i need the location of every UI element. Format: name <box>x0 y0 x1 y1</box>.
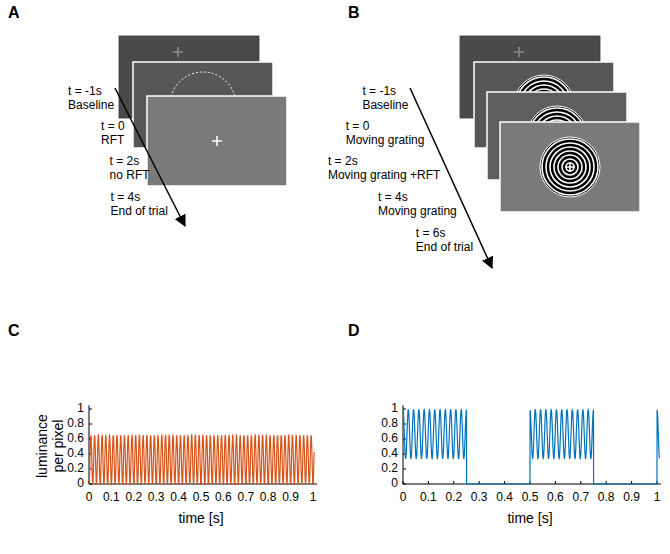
tick-label: 0.6 <box>215 491 232 505</box>
tick-label: 0.2 <box>381 462 398 476</box>
screen <box>500 122 640 212</box>
tick-label: 0.9 <box>623 491 640 505</box>
tick-label: 0.4 <box>496 491 513 505</box>
tick-label: 0.6 <box>67 432 84 446</box>
axis-label: luminance per pixel <box>34 410 66 482</box>
rft-signal <box>89 435 314 484</box>
tick-label: 0.8 <box>260 491 277 505</box>
time-label: t = 2s <box>328 155 358 169</box>
tick-label: 0.5 <box>193 491 210 505</box>
tick-label: 0.6 <box>547 491 564 505</box>
tick-label: 0 <box>77 477 84 491</box>
tick-label: 0.7 <box>237 491 254 505</box>
phase-label: End of trial <box>416 241 473 255</box>
axis-label: time [s] <box>507 510 552 526</box>
axes-d <box>403 405 661 484</box>
panel-letter: B <box>348 4 360 22</box>
screen <box>147 96 287 186</box>
fixation-cross <box>212 136 222 146</box>
time-label: t = -1s <box>68 85 102 99</box>
axes-c <box>89 405 317 484</box>
tick-label: 0.4 <box>170 491 187 505</box>
panel-letter: C <box>8 322 20 340</box>
phase-label: Moving grating +RFT <box>328 169 440 183</box>
tick-label: 0.4 <box>67 447 84 461</box>
tick-label: 0.8 <box>598 491 615 505</box>
tick-label: 0.7 <box>572 491 589 505</box>
time-label: t = 0 <box>101 120 125 134</box>
tick-label: 0 <box>400 491 407 505</box>
tick-label: 1 <box>391 402 398 416</box>
time-label: t = 0 <box>346 120 370 134</box>
tick-label: 0.2 <box>67 462 84 476</box>
tick-label: 0.8 <box>381 417 398 431</box>
fixation-cross <box>565 162 575 172</box>
fixation-cross <box>173 47 183 57</box>
phase-label: no RFT <box>110 169 150 183</box>
tick-label: 0 <box>391 477 398 491</box>
tick-label: 0.2 <box>445 491 462 505</box>
tick-label: 0 <box>86 491 93 505</box>
tick-label: 0.2 <box>125 491 142 505</box>
moving-grating <box>540 137 600 197</box>
tick-label: 1 <box>654 491 661 505</box>
tick-label: 1 <box>77 402 84 416</box>
time-label: t = -1s <box>362 85 396 99</box>
phase-label: Moving grating <box>378 205 457 219</box>
tick-label: 0.9 <box>282 491 299 505</box>
tick-label: 0.8 <box>67 417 84 431</box>
phase-label: End of trial <box>110 205 167 219</box>
time-label: t = 4s <box>110 191 140 205</box>
tick-label: 1 <box>310 491 317 505</box>
rft-burst-signal <box>403 410 660 484</box>
time-label: t = 2s <box>110 155 140 169</box>
tick-label: 0.6 <box>381 432 398 446</box>
panel-letter: D <box>348 322 360 340</box>
tick-label: 0.1 <box>420 491 437 505</box>
time-label: t = 4s <box>378 191 408 205</box>
tick-label: 0.3 <box>148 491 165 505</box>
phase-label: Baseline <box>68 99 114 113</box>
axis-label: time [s] <box>178 510 223 526</box>
phase-label: Baseline <box>362 99 408 113</box>
phase-label: RFT <box>101 134 124 148</box>
tick-label: 0.3 <box>471 491 488 505</box>
tick-label: 0.1 <box>103 491 120 505</box>
tick-label: 0.4 <box>381 447 398 461</box>
phase-label: Moving grating <box>346 134 425 148</box>
tick-label: 0.5 <box>522 491 539 505</box>
fixation-cross <box>514 47 524 57</box>
time-label: t = 6s <box>416 227 446 241</box>
panel-letter: A <box>8 4 20 22</box>
